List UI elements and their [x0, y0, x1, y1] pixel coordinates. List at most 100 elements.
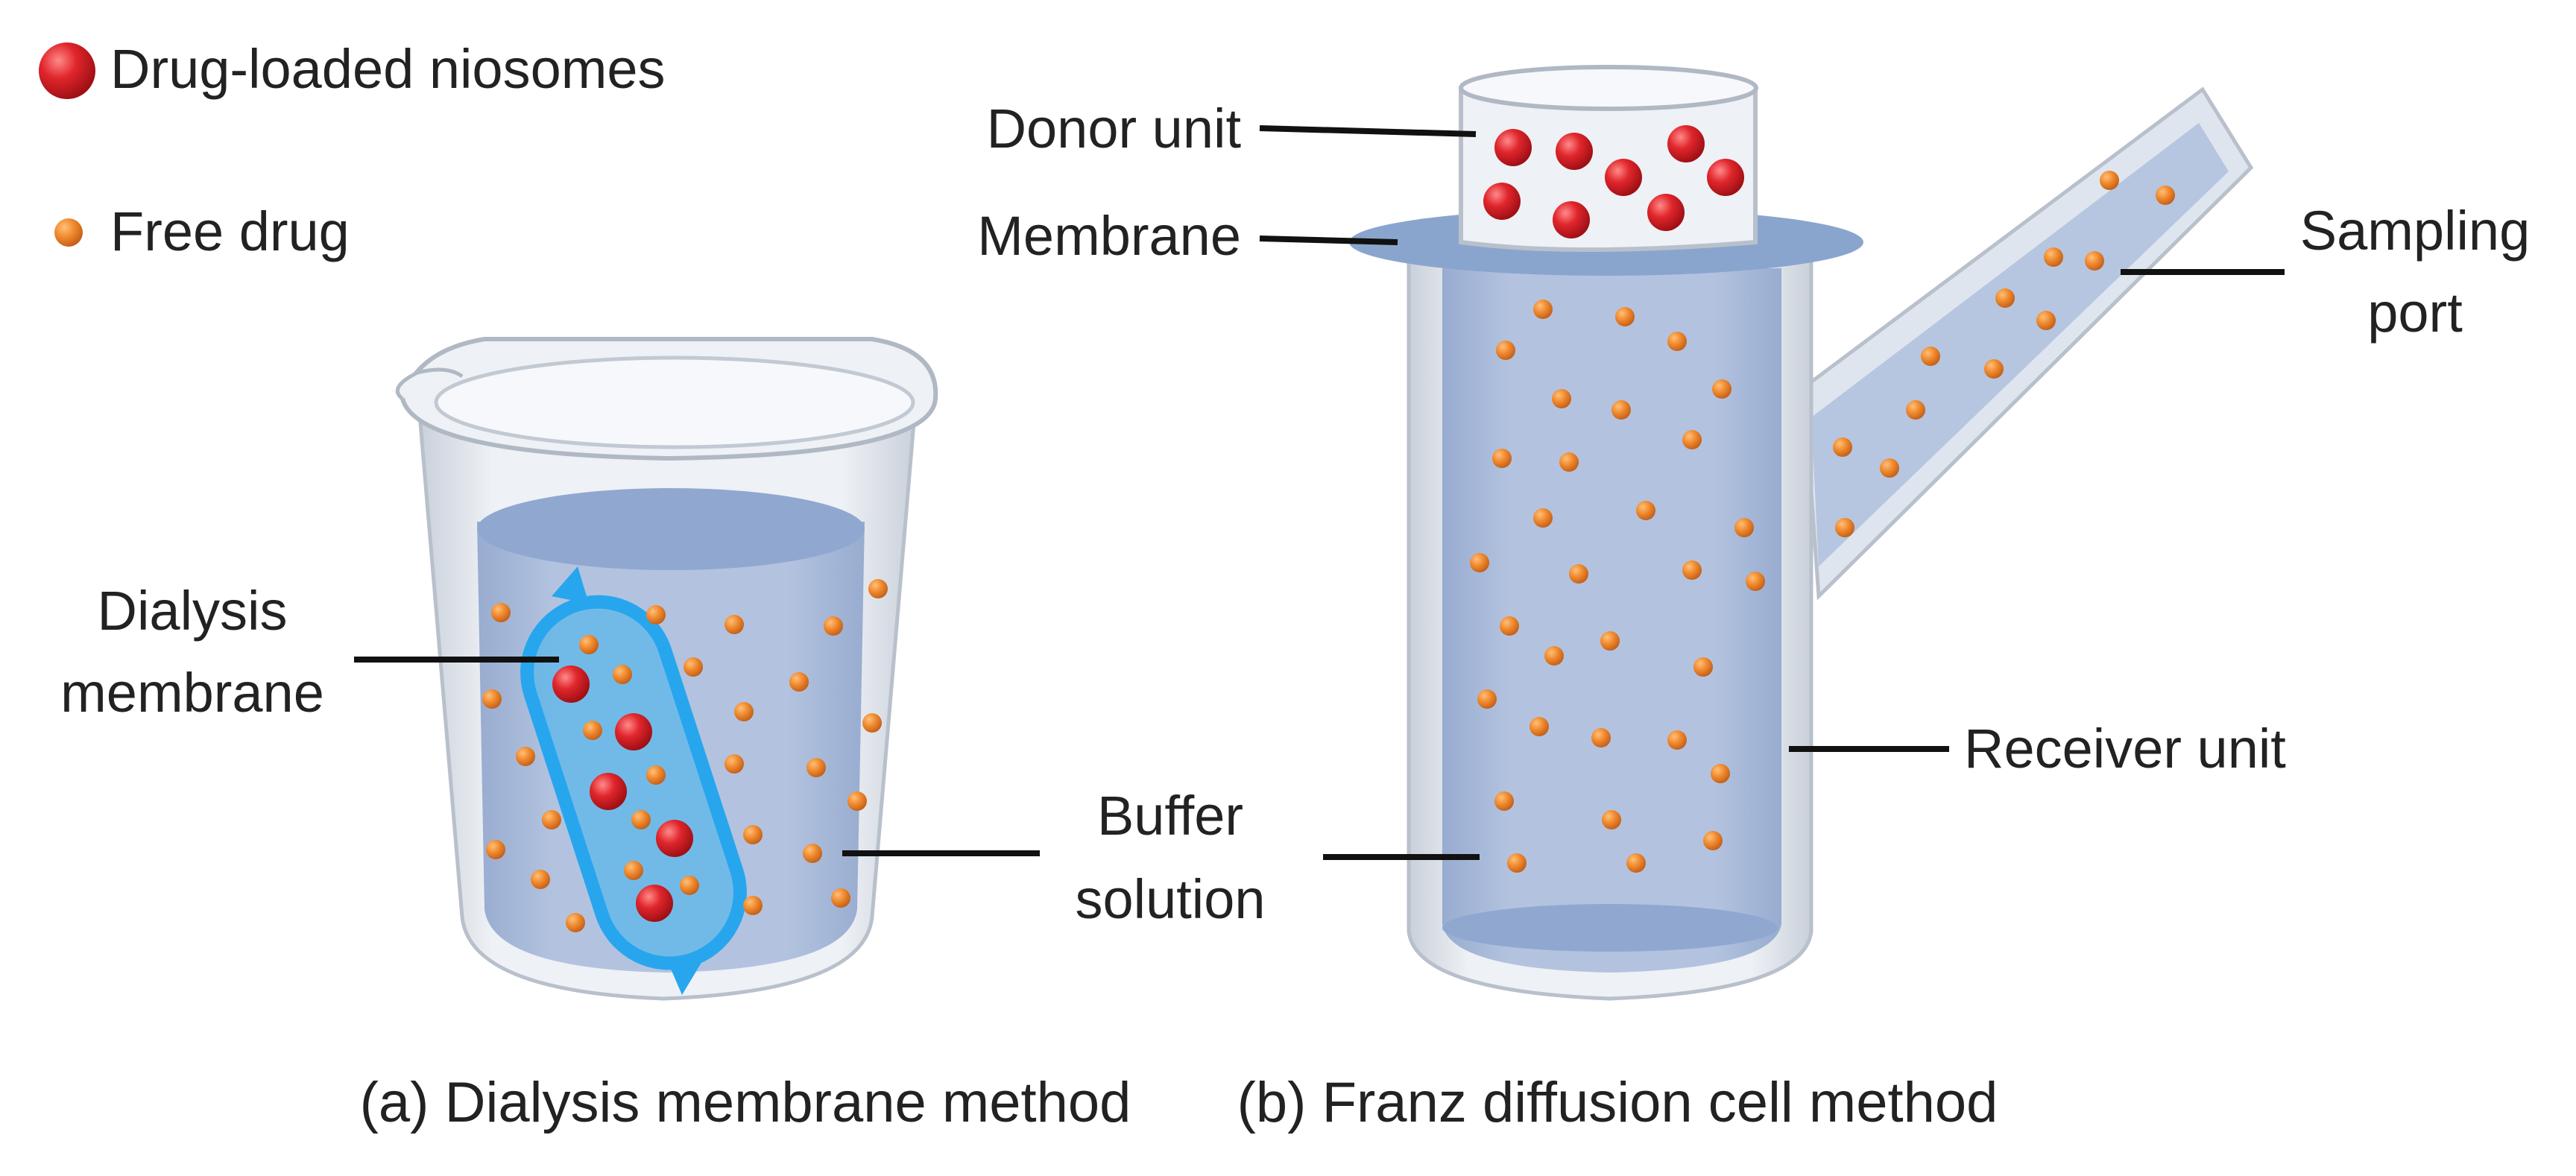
free-drug-particle	[486, 840, 505, 859]
niosome-legend-label: Drug-loaded niosomes	[110, 38, 666, 100]
leader-lines	[354, 125, 2285, 860]
dialysis-membrane-label-line1: Dialysis	[98, 580, 288, 642]
free-drug-particle	[831, 888, 850, 908]
donor-unit-leader	[1259, 125, 1477, 137]
free-drug-particle	[1496, 341, 1515, 360]
sampling-port-label-line1: Sampling	[2300, 200, 2531, 262]
free-drug-particle	[1533, 300, 1553, 319]
free-drug-particle	[680, 876, 699, 895]
free-drug-particle	[491, 603, 511, 622]
free-drug-particle	[1494, 791, 1514, 811]
free-drug-particle	[1477, 689, 1497, 709]
niosome-particle	[1494, 129, 1532, 166]
free-drug-particle	[531, 870, 550, 889]
niosome-particle	[590, 773, 627, 810]
receiver-buffer-liquid	[1442, 268, 1781, 973]
free-drug-particle	[579, 635, 599, 654]
free-drug-particle	[1470, 553, 1489, 572]
legend: Drug-loaded niosomes Free drug	[39, 38, 666, 262]
free-drug-particle	[1611, 400, 1631, 420]
free-drug-particle	[868, 579, 888, 598]
free-drug-particle	[1636, 501, 1655, 520]
niosome-particle	[1667, 125, 1705, 162]
particles	[482, 125, 2175, 932]
free-drug-particle	[743, 825, 763, 844]
free-drug-particle	[542, 810, 561, 829]
free-drug-particle	[734, 702, 754, 721]
free-drug-particle	[803, 844, 822, 863]
free-drug-particle	[1667, 730, 1687, 750]
niosome-legend-icon	[39, 42, 95, 99]
membrane-label: Membrane	[977, 205, 1241, 267]
membrane-leader	[1259, 235, 1398, 245]
free-drug-particle	[1626, 853, 1646, 873]
niosome-particle	[1647, 194, 1685, 231]
free-drug-particle	[824, 616, 843, 636]
free-drug-particle	[1995, 288, 2015, 308]
free-drug-particle	[1552, 389, 1571, 408]
free-drug-particle	[1921, 347, 1940, 366]
labels: Dialysis membrane Buffer solution Donor …	[60, 98, 2530, 1134]
dialysis-method-caption: (a) Dialysis membrane method	[360, 1071, 1131, 1134]
free-drug-particle	[1600, 631, 1620, 651]
free-drug-particle	[1533, 508, 1553, 528]
niosome-particle	[1707, 159, 1744, 196]
free-drug-particle	[2036, 311, 2056, 330]
niosome-particle	[1556, 133, 1593, 170]
free-drug-particle	[684, 657, 703, 677]
free-drug-particle	[1833, 437, 1852, 457]
free-drug-particle	[613, 665, 632, 684]
niosome-particle	[1605, 159, 1642, 196]
free-drug-particle	[1591, 728, 1611, 747]
free-drug-legend-label: Free drug	[110, 200, 350, 262]
free-drug-particle	[1667, 332, 1687, 351]
free-drug-particle	[724, 754, 744, 774]
free-drug-particle	[847, 791, 867, 811]
sampling-port-label-line2: port	[2367, 282, 2463, 344]
free-drug-particle	[789, 672, 809, 692]
free-drug-particle	[1615, 307, 1635, 326]
free-drug-particle	[2085, 251, 2104, 271]
free-drug-particle	[631, 810, 651, 829]
free-drug-particle	[2044, 247, 2063, 267]
free-drug-particle	[1703, 831, 1723, 850]
niosome-particle	[1483, 183, 1521, 220]
niosome-particle	[1553, 201, 1590, 238]
free-drug-particle	[724, 615, 744, 634]
free-drug-particle	[2100, 171, 2119, 190]
free-drug-particle	[1711, 764, 1730, 783]
free-drug-particle	[1712, 379, 1731, 399]
free-drug-particle	[1734, 518, 1754, 537]
free-drug-particle	[646, 765, 666, 785]
donor-unit-label: Donor unit	[987, 98, 1242, 159]
niosome-particle	[615, 713, 652, 750]
bag-clip-top	[552, 566, 589, 604]
niosome-particle	[552, 666, 590, 703]
free-drug-particle	[1906, 400, 1925, 420]
free-drug-particle	[743, 896, 763, 915]
free-drug-particle	[1569, 564, 1588, 584]
buffer-solution-label-line1: Buffer	[1097, 785, 1243, 847]
free-drug-particle	[1682, 430, 1702, 449]
buffer-solution-label-line2: solution	[1075, 868, 1265, 930]
dialysis-membrane-label-line2: membrane	[60, 662, 324, 724]
free-drug-particle	[1507, 853, 1527, 873]
bag-clip-bottom	[671, 958, 704, 995]
free-drug-particle	[646, 605, 666, 625]
free-drug-particle	[1530, 717, 1549, 736]
free-drug-particle	[1835, 518, 1854, 537]
free-drug-particle	[1693, 657, 1713, 677]
free-drug-particle	[1880, 458, 1899, 478]
free-drug-particle	[482, 689, 502, 709]
free-drug-particle	[583, 721, 602, 740]
free-drug-particle	[566, 913, 585, 932]
free-drug-particle	[1602, 810, 1621, 829]
free-drug-particle	[624, 861, 643, 880]
free-drug-particle	[806, 758, 826, 777]
free-drug-particle	[516, 747, 535, 766]
free-drug-particle	[2156, 186, 2175, 205]
free-drug-particle	[1544, 646, 1564, 666]
receiver-unit-label: Receiver unit	[1964, 718, 2286, 780]
free-drug-particle	[862, 713, 882, 733]
